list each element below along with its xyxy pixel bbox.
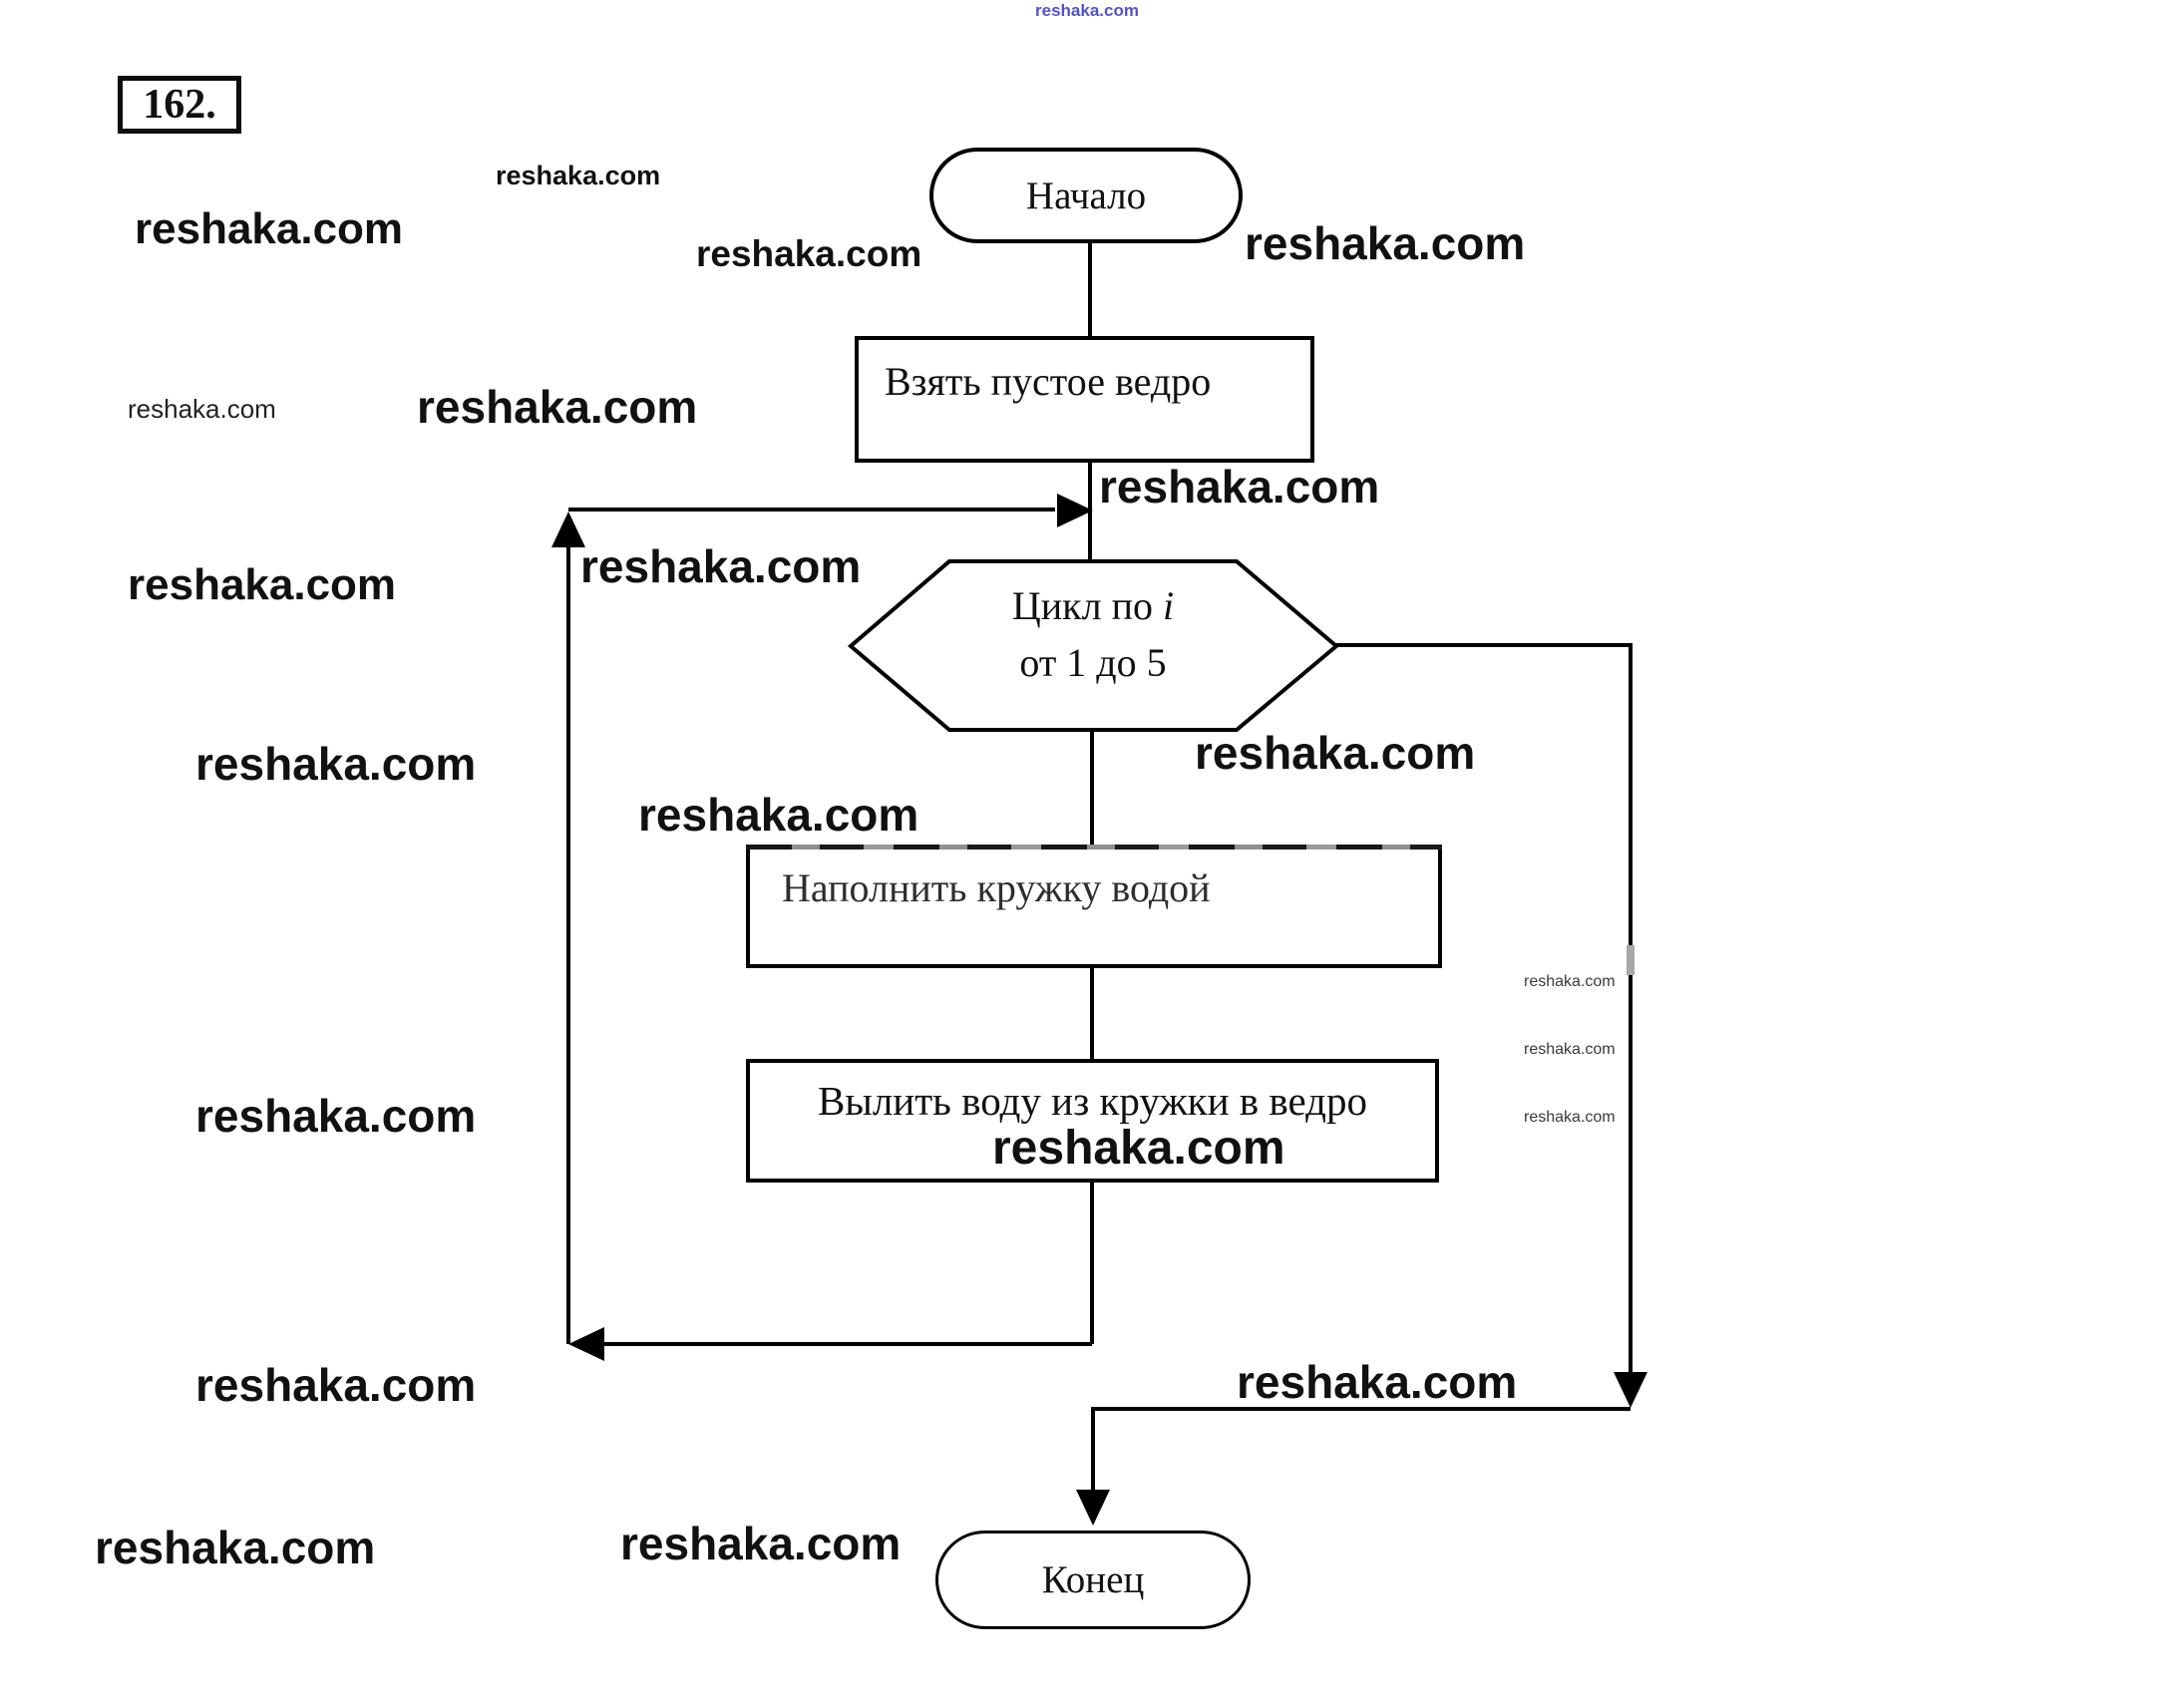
dashed-border-artifact <box>746 845 1442 850</box>
watermark: reshaka.com <box>1524 1041 1616 1058</box>
start-label: Начало <box>1025 173 1147 217</box>
watermark: reshaka.com <box>417 381 698 433</box>
watermark: reshaka.com <box>195 1090 477 1142</box>
loop-label-line1: Цикл по i <box>1011 583 1175 628</box>
watermark: reshaka.com <box>1195 727 1476 779</box>
watermark: reshaka.com <box>1524 973 1616 990</box>
step1-label: Взять пустое ведро <box>885 359 1212 404</box>
connector-loop-exit-right <box>1336 643 1633 1374</box>
watermark: reshaka.com <box>620 1518 902 1569</box>
scan-artifact <box>1627 945 1635 975</box>
loop-variable: i <box>1162 583 1175 628</box>
step2-label: Наполнить кружку водой <box>782 865 1211 910</box>
flowchart-step-take-bucket: Взять пустое ведро <box>855 336 1314 463</box>
watermark: reshaka.com <box>638 789 919 841</box>
arrowhead-loopback-left <box>568 1327 604 1361</box>
arrowhead-right-down <box>1614 1372 1647 1408</box>
problem-number-box: 162. <box>118 76 241 134</box>
flowchart-loop-label: Цикл по i от 1 до 5 <box>899 577 1287 691</box>
watermark: reshaka.com <box>135 204 404 253</box>
step3-label: Вылить воду из кружки в ведро <box>817 1078 1368 1124</box>
loop-label-line2: от 1 до 5 <box>1019 640 1167 685</box>
watermark: reshaka.com <box>1237 1356 1518 1408</box>
watermark: reshaka.com <box>1524 1109 1616 1126</box>
watermark: reshaka.com <box>992 1122 1285 1175</box>
watermark: reshaka.com <box>128 560 397 609</box>
watermark: reshaka.com <box>496 161 661 190</box>
arrowhead-loopback-up <box>551 511 585 547</box>
end-label: Конец <box>1041 1558 1145 1601</box>
watermark: reshaka.com <box>95 1522 376 1573</box>
watermark: reshaka.com <box>1245 217 1526 269</box>
watermark: reshaka.com <box>696 233 922 274</box>
connector-right-to-end <box>1091 1407 1631 1494</box>
flowchart-step-pour-water: Вылить воду из кружки в ведро <box>746 1059 1439 1183</box>
watermark: reshaka.com <box>128 394 276 424</box>
flowchart-end-node: Конец <box>935 1531 1251 1629</box>
flowchart-start-node: Начало <box>929 148 1243 243</box>
watermark: reshaka.com <box>195 1359 477 1411</box>
watermark: reshaka.com <box>580 540 862 592</box>
watermark: reshaka.com <box>1035 1 1139 20</box>
loop-hexagon <box>847 559 1340 732</box>
watermark: reshaka.com <box>1099 461 1380 512</box>
problem-number: 162. <box>143 82 216 128</box>
arrowhead-into-end <box>1076 1490 1110 1526</box>
arrowhead-into-loop-junction <box>1057 494 1093 527</box>
flowchart-step-fill-mug: Наполнить кружку водой <box>746 845 1442 968</box>
watermark: reshaka.com <box>195 738 477 790</box>
